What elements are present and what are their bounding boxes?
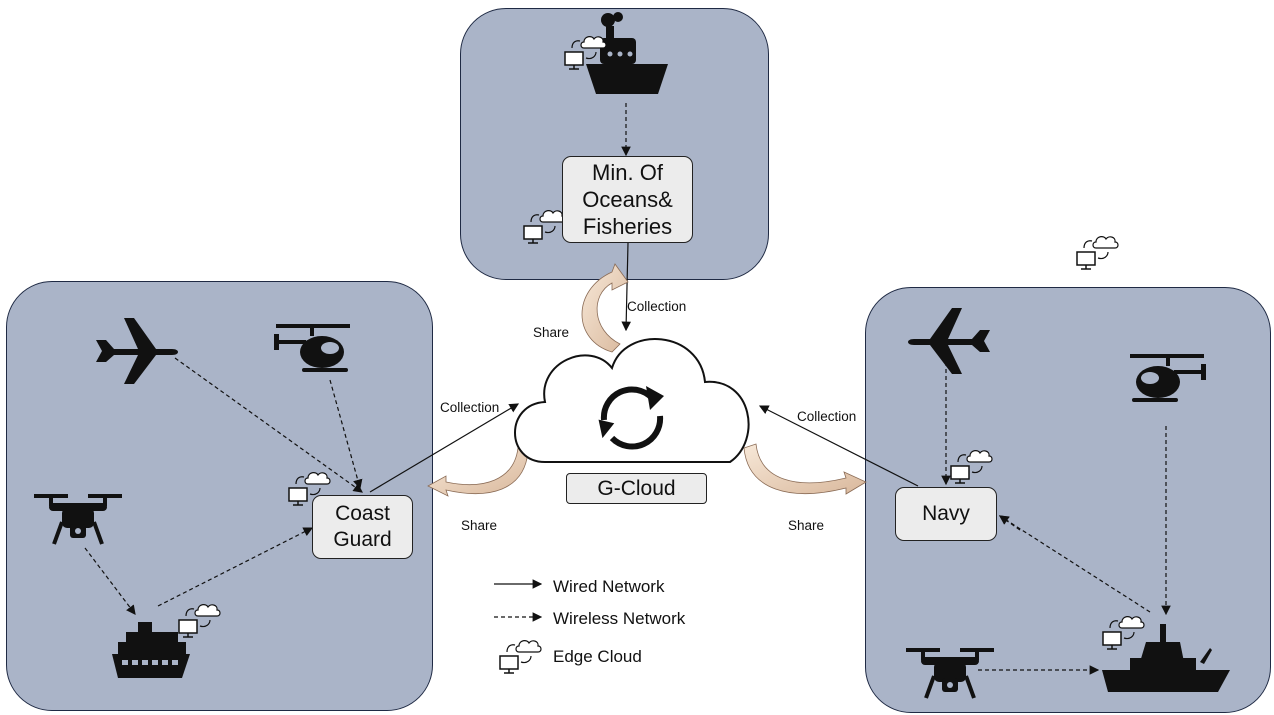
drone-icon — [906, 648, 994, 699]
wireless-link-plane-coastguard — [174, 357, 363, 493]
share-arrow-right — [743, 443, 867, 495]
share-label-top: Share — [533, 325, 570, 340]
share-arrow-top — [581, 263, 629, 353]
wired-link-navy-cloud — [758, 405, 919, 487]
wireless-link-heli-coastguard — [329, 379, 363, 490]
collection-label-left: Collection — [440, 400, 500, 415]
collection-label-top: Collection — [627, 299, 687, 314]
edge-cloud-icon — [1102, 616, 1145, 650]
edge-cloud-icon — [288, 472, 331, 506]
sync-icon — [600, 386, 664, 450]
edge-cloud-icon — [178, 604, 221, 638]
share-label-left: Share — [461, 518, 498, 533]
g-cloud-node: G-Cloud — [566, 473, 707, 504]
airplane-icon — [908, 308, 990, 374]
ministry-node: Min. Of Oceans& Fisheries — [562, 156, 693, 243]
coast-guard-label: Coast Guard — [333, 502, 392, 551]
wired-link-coastguard-cloud — [369, 403, 520, 493]
navy-label: Navy — [922, 502, 970, 525]
share-arrow-left — [427, 447, 529, 497]
helicopter-icon — [1130, 354, 1206, 402]
wireless-link-ship-coastguard — [157, 527, 314, 607]
wired-link-ministry-cloud — [621, 242, 631, 332]
edge-cloud-icon — [564, 36, 607, 70]
ministry-label: Min. Of Oceans& Fisheries — [582, 160, 673, 239]
cruise-ship-icon — [112, 622, 190, 678]
cloud-icon — [514, 338, 750, 463]
share-label-right: Share — [788, 518, 825, 533]
coast-guard-node: Coast Guard — [312, 495, 413, 559]
edge-cloud-icon — [1076, 236, 1119, 270]
wireless-link-navy-arrowhead — [999, 515, 1021, 531]
helicopter-icon — [274, 324, 350, 372]
edge-cloud-icon — [523, 210, 566, 244]
warship-icon — [1102, 624, 1230, 692]
legend-edge-cloud-label: Edge Cloud — [553, 647, 642, 666]
collection-label-right: Collection — [797, 409, 857, 424]
legend-wireless-label: Wireless Network — [553, 609, 686, 628]
airplane-icon — [96, 318, 178, 384]
ship-icon — [586, 12, 668, 94]
navy-node: Navy — [895, 487, 997, 541]
wireless-link-drone-ship — [84, 547, 136, 615]
legend-wired-label: Wired Network — [553, 577, 665, 596]
drone-icon — [34, 494, 122, 545]
edge-cloud-icon — [499, 640, 542, 674]
wireless-link-warship-navy-a — [998, 515, 1151, 613]
edge-cloud-icon — [950, 450, 993, 484]
g-cloud-label: G-Cloud — [597, 476, 676, 500]
